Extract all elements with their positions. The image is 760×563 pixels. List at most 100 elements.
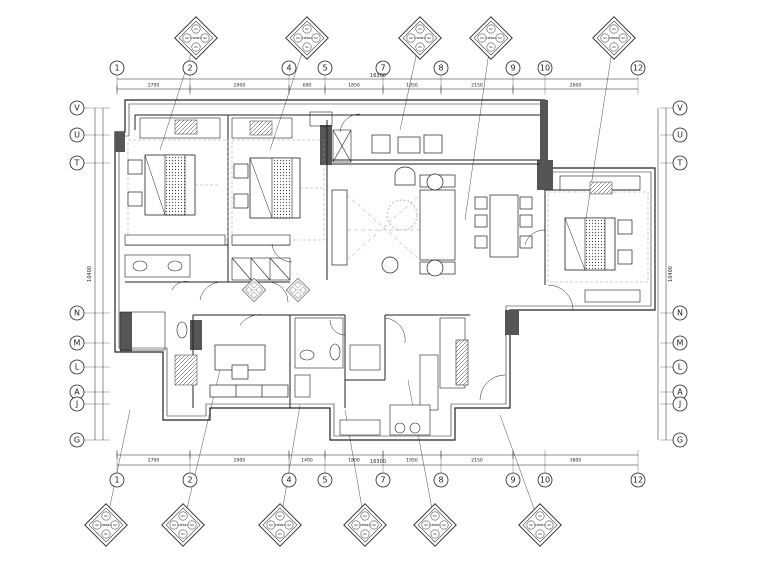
callout-left-label: 02 <box>185 36 189 40</box>
callout-top-label: 01 <box>104 514 108 518</box>
grid-bubble-label: 12 <box>633 64 643 73</box>
wardrobes <box>124 234 641 303</box>
callout-right-label: 02 <box>372 523 376 527</box>
callout-leader <box>159 37 197 151</box>
callout-right-label: 02 <box>314 36 318 40</box>
bathroom-2 <box>294 317 381 398</box>
callout-bottom-label: 01 <box>418 45 422 49</box>
dimension-total-bottom: 16300 <box>370 459 386 465</box>
callout-top-label: 01 <box>612 27 616 31</box>
grid-bubble-label: A <box>74 388 80 397</box>
callout-top-label: 01 <box>489 27 493 31</box>
balcony-strip <box>139 111 641 191</box>
grid-bubble-label: T <box>74 159 80 168</box>
dimension-segment-bottom: 1800 <box>348 458 360 464</box>
bed-icon <box>564 217 633 271</box>
dimension-segment-bottom: 2900 <box>234 458 246 464</box>
grid-bubble-label: 4 <box>286 64 291 73</box>
callout-right-label: 02 <box>427 36 431 40</box>
callout-bottom-label: 01 <box>181 532 185 536</box>
grid-bubble-icon: 2 <box>182 472 198 488</box>
dimension-segment-bottom: 3800 <box>570 458 582 464</box>
dimension-total-right: 10400 <box>668 266 674 282</box>
grid-bubble-icon: V <box>69 100 85 116</box>
grid-bubble-icon: T <box>69 155 85 171</box>
stove-icon <box>394 422 421 434</box>
grid-bubble-label: 8 <box>438 64 443 73</box>
callout-center-label: IT-41 <box>362 523 369 527</box>
callout-right-label: 02 <box>498 36 502 40</box>
callout-leader <box>464 37 492 221</box>
callout-right-label: 02 <box>113 523 117 527</box>
callout-right-label: 02 <box>203 36 207 40</box>
dimension-segment-bottom: 1400 <box>301 458 313 464</box>
bathroom-1 <box>119 254 191 351</box>
grid-bubble-label: 7 <box>380 476 385 485</box>
grid-bubble-label: 10 <box>540 64 550 73</box>
grid-bubble-icon: J <box>672 396 688 412</box>
grid-bubble-label: V <box>74 104 80 113</box>
callout-left-label: 02 <box>529 523 533 527</box>
grid-bubble-label: L <box>678 363 683 372</box>
grid-bubble-icon: 2 <box>182 60 198 76</box>
callout-left-label: 02 <box>354 523 358 527</box>
callout-left-label: 02 <box>424 523 428 527</box>
grid-bubble-label: U <box>677 131 683 140</box>
grid-bubble-icon: 5 <box>317 60 333 76</box>
grid-bubble-icon: 12 <box>630 60 646 76</box>
grid-bubble-icon: 5 <box>317 472 333 488</box>
callout-top-label: 01 <box>181 514 185 518</box>
callout-leader <box>584 37 615 226</box>
callout-center-label: IT-41 <box>103 523 110 527</box>
callout-center-label: IT-41 <box>537 523 544 527</box>
dimension-total-top: 16300 <box>370 73 386 79</box>
callout-leader <box>407 379 436 526</box>
bed-icon <box>127 154 196 216</box>
grid-bubble-icon: T <box>672 155 688 171</box>
callout-center-label: IT-41 <box>193 36 200 40</box>
callout-top-label: 01 <box>363 514 367 518</box>
callout-right-label: 02 <box>621 36 625 40</box>
grid-bubble-label: J <box>678 400 681 409</box>
grid-bubble-icon: 10 <box>537 60 553 76</box>
grid-bubble-icon: 4 <box>281 472 297 488</box>
grid-bubble-label: 10 <box>540 476 550 485</box>
grid-bubble-icon: 10 <box>537 472 553 488</box>
wash-basin-icon <box>167 260 183 272</box>
dimension-segment-bottom: 2150 <box>471 458 483 464</box>
callout-center-label: IT-41 <box>304 36 311 40</box>
dimension-segment-top: 600 <box>303 83 312 89</box>
callout-left-label: 02 <box>480 36 484 40</box>
grid-bubble-label: M <box>74 339 81 348</box>
callout-center-label: IT-41 <box>277 523 284 527</box>
callout-leader <box>269 37 308 151</box>
plant-icon <box>174 119 613 386</box>
callout-left-label: 02 <box>296 36 300 40</box>
grid-bubble-icon: 7 <box>375 472 391 488</box>
grid-bubble-icon: 4 <box>281 60 297 76</box>
grid-bubble-label: A <box>677 388 683 397</box>
kitchen <box>339 317 469 436</box>
wash-basin-icon <box>299 349 315 361</box>
grid-bubble-label: L <box>75 363 80 372</box>
bedroom-3 <box>547 191 649 283</box>
living-room <box>331 166 456 277</box>
dimension-segment-bottom: 1950 <box>406 458 418 464</box>
grid-bubble-icon: 8 <box>433 60 449 76</box>
callout-bottom-label: 01 <box>305 45 309 49</box>
grid-bubble-label: 8 <box>438 476 443 485</box>
grid-bubble-icon: J <box>69 396 85 412</box>
dimension-segment-top: 2600 <box>570 83 582 89</box>
grid-bubble-label: T <box>677 159 683 168</box>
callout-right-label: 02 <box>547 523 551 527</box>
callout-top-label: 01 <box>278 514 282 518</box>
grid-bubble-label: 5 <box>322 64 327 73</box>
